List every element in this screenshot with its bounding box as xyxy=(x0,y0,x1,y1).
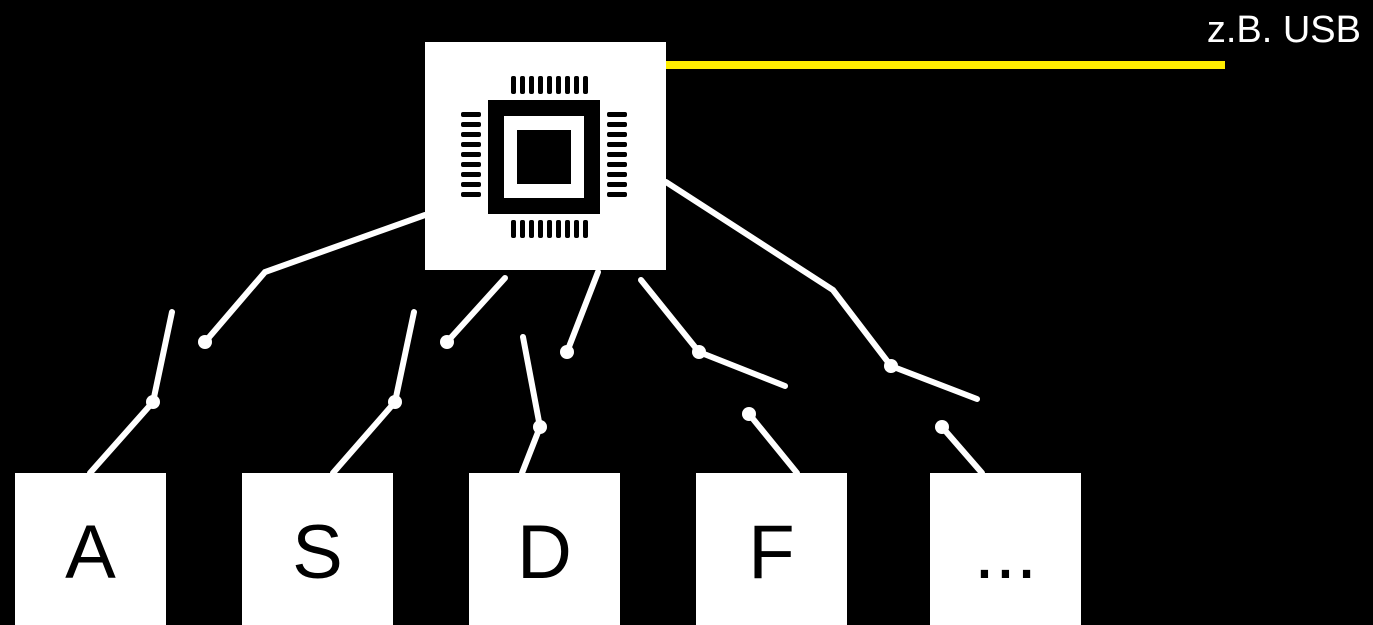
key-f: F xyxy=(696,473,847,625)
key-d: D xyxy=(469,473,620,625)
wire-controller-to-switch-d xyxy=(564,269,601,355)
wire-controller-to-switch-s xyxy=(444,275,508,345)
wire-switch-more-to-key-more xyxy=(939,424,985,476)
key-f-label: F xyxy=(748,510,795,595)
key-d-label: D xyxy=(517,510,572,595)
switch-f-lever xyxy=(696,349,788,389)
switch-d-contact-dot xyxy=(560,345,574,359)
key-a-label: A xyxy=(65,510,116,595)
wire-controller-to-switch-a xyxy=(202,212,428,345)
bus-label: z.B. USB xyxy=(1206,9,1361,51)
switch-f-contact-dot xyxy=(742,407,756,421)
wire-controller-to-switch-f xyxy=(638,277,702,355)
switch-d-pivot-dot xyxy=(533,420,547,434)
wire-switch-s-to-key-s xyxy=(330,399,398,476)
key-more: ... xyxy=(930,473,1081,625)
wire-switch-d-to-key-d xyxy=(519,424,543,476)
switch-s-pivot-dot xyxy=(388,395,402,409)
switch-s-lever xyxy=(392,309,417,405)
switch-s-contact-dot xyxy=(440,335,454,349)
key-more-label: ... xyxy=(973,510,1038,595)
key-a: A xyxy=(15,473,166,625)
switch-more-contact-dot xyxy=(935,420,949,434)
key-s-label: S xyxy=(292,510,343,595)
wire-switch-a-to-key-a xyxy=(87,399,156,476)
switch-f-pivot-dot xyxy=(692,345,706,359)
microcontroller-chip-icon xyxy=(461,76,627,238)
switch-more-lever xyxy=(888,363,980,402)
switch-a-pivot-dot xyxy=(146,395,160,409)
wire-controller-to-switch-more xyxy=(663,179,894,369)
controller-box xyxy=(425,42,666,270)
switch-a-lever xyxy=(150,309,175,405)
switch-d-lever xyxy=(520,334,543,430)
switch-a-contact-dot xyxy=(198,335,212,349)
switch-more-pivot-dot xyxy=(884,359,898,373)
key-s: S xyxy=(242,473,393,625)
wire-switch-f-to-key-f xyxy=(746,411,800,476)
